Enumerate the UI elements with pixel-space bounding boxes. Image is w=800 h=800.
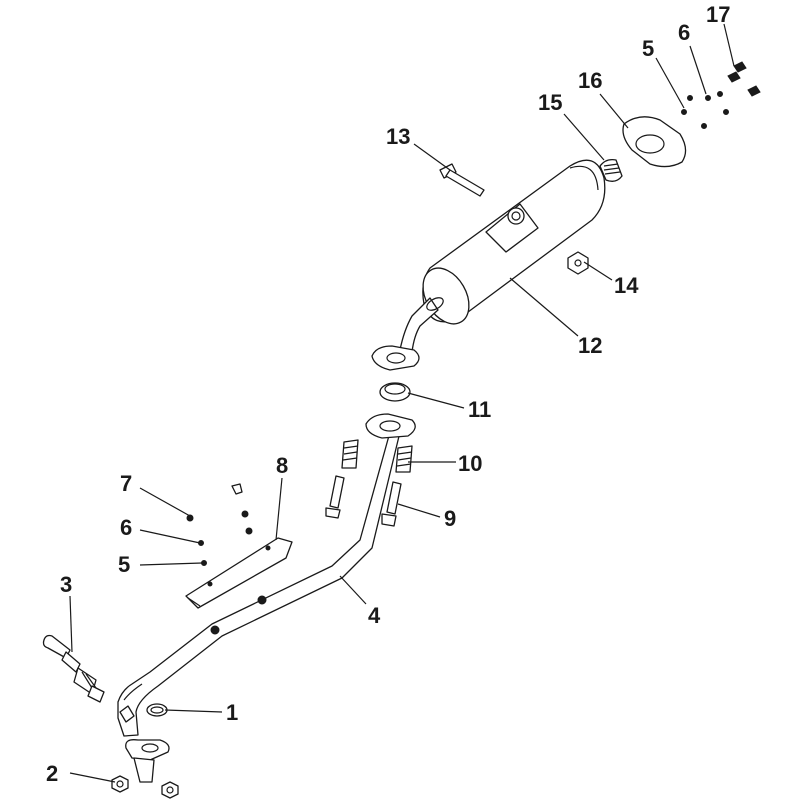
callout-6-right: 6 — [678, 20, 690, 45]
tail-pipe-screen — [599, 158, 623, 182]
callout-2: 2 — [46, 761, 58, 786]
callout-15: 15 — [538, 90, 562, 115]
stud-bolt-left — [325, 475, 345, 519]
flange-nut — [567, 251, 589, 275]
callout-1: 1 — [226, 700, 238, 725]
callout-7: 7 — [120, 471, 132, 496]
callout-5-right: 5 — [642, 36, 654, 61]
callout-16: 16 — [578, 68, 602, 93]
callout-14: 14 — [614, 273, 639, 298]
callout-labels: 1 2 3 4 5 5 6 6 7 8 9 10 11 12 13 14 15 … — [46, 2, 730, 786]
callout-12: 12 — [578, 333, 602, 358]
callout-10: 10 — [458, 451, 482, 476]
callout-17: 17 — [706, 2, 730, 27]
stud-bolt-right — [381, 481, 402, 527]
callout-6-left: 6 — [120, 515, 132, 540]
exhaust-pipe — [117, 413, 416, 783]
bracket-hardware-left — [186, 483, 253, 566]
gasket — [146, 703, 168, 717]
muffler — [371, 159, 606, 371]
oxygen-sensor — [42, 634, 105, 703]
callout-8: 8 — [276, 453, 288, 478]
leader-lines — [69, 23, 735, 783]
spring-left — [341, 439, 359, 469]
gasket-ring — [379, 382, 411, 402]
mounting-bolt — [439, 163, 485, 197]
callout-5-left: 5 — [118, 552, 130, 577]
nut — [111, 775, 179, 799]
end-cap-plate — [622, 116, 687, 168]
spring-right — [395, 445, 413, 473]
callout-3: 3 — [60, 572, 72, 597]
callout-11: 11 — [468, 397, 491, 422]
heat-shield-bracket — [185, 537, 293, 609]
end-cap-hardware — [681, 61, 761, 129]
callout-4: 4 — [368, 603, 381, 628]
callout-9: 9 — [444, 506, 456, 531]
callout-13: 13 — [386, 124, 410, 149]
